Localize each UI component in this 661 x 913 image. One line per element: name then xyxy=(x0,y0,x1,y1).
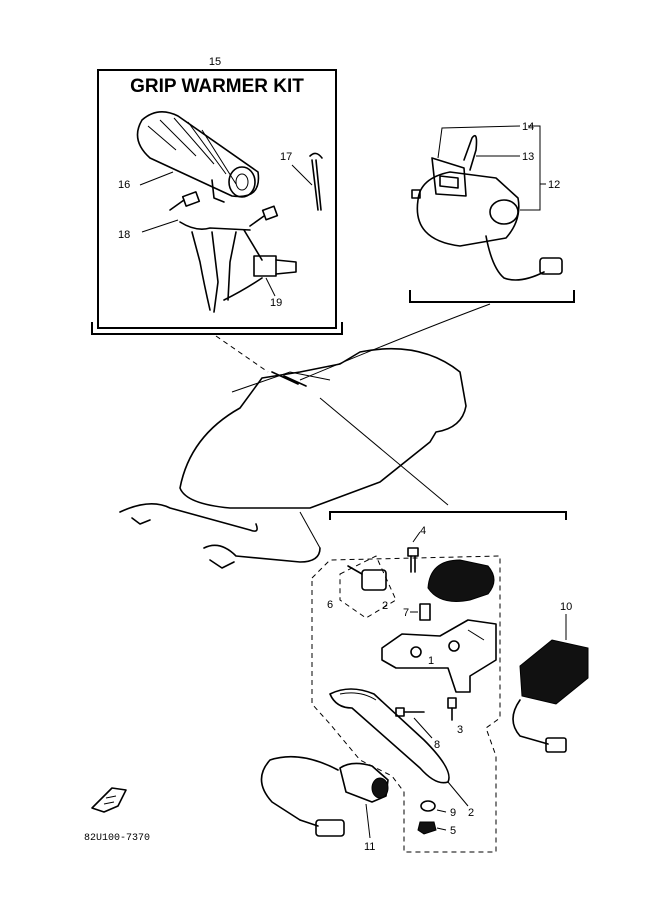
brake-switch-part xyxy=(260,755,389,839)
part-label-9: 9 xyxy=(450,807,456,819)
part-label-14: 14 xyxy=(522,121,534,133)
part-label-8: 8 xyxy=(434,739,440,751)
grip-heater-part xyxy=(136,111,260,203)
part-label-19: 19 xyxy=(270,297,282,309)
front-arrow-icon xyxy=(91,787,127,813)
diagram-code: 82U100-7370 xyxy=(84,833,150,844)
nut-part xyxy=(417,821,437,835)
grip-warmer-kit-box xyxy=(97,69,337,329)
relay-part xyxy=(512,614,589,753)
part-label-12: 12 xyxy=(548,179,560,191)
screw-3-part xyxy=(447,697,457,721)
part-label-17: 17 xyxy=(280,151,292,163)
pin-part xyxy=(410,603,431,621)
grip-cover-part xyxy=(427,559,495,602)
part-label-3: 3 xyxy=(457,724,463,736)
switch-assembly-part xyxy=(411,134,563,281)
snowmobile-outline xyxy=(119,347,467,569)
knob-part xyxy=(347,565,387,591)
switch-bracket xyxy=(409,290,575,303)
part-label-5: 5 xyxy=(450,825,456,837)
part-label-13: 13 xyxy=(522,151,534,163)
lever-bracket xyxy=(329,511,567,520)
part-label-15: 15 xyxy=(209,56,221,68)
bolt-part xyxy=(407,547,419,573)
part-label-2a: 2 xyxy=(382,600,388,612)
part-label-4: 4 xyxy=(420,525,426,537)
part-label-2b: 2 xyxy=(468,807,474,819)
part-label-18: 18 xyxy=(118,229,130,241)
brake-lever-part xyxy=(329,688,450,784)
part-label-10: 10 xyxy=(560,601,572,613)
part-label-7: 7 xyxy=(403,607,409,619)
screw-part xyxy=(395,707,433,739)
tie-strap-part xyxy=(291,152,323,211)
part-label-6: 6 xyxy=(327,599,333,611)
part-label-16: 16 xyxy=(118,179,130,191)
washer-part xyxy=(420,800,436,812)
part-label-1: 1 xyxy=(428,655,434,667)
kit-bracket xyxy=(91,322,343,335)
kit-title: GRIP WARMER KIT xyxy=(130,76,304,97)
part-label-11: 11 xyxy=(364,841,375,853)
assembly-boundary xyxy=(311,555,501,853)
lever-bracket-part xyxy=(381,619,497,693)
wire-harness-part xyxy=(169,191,297,313)
